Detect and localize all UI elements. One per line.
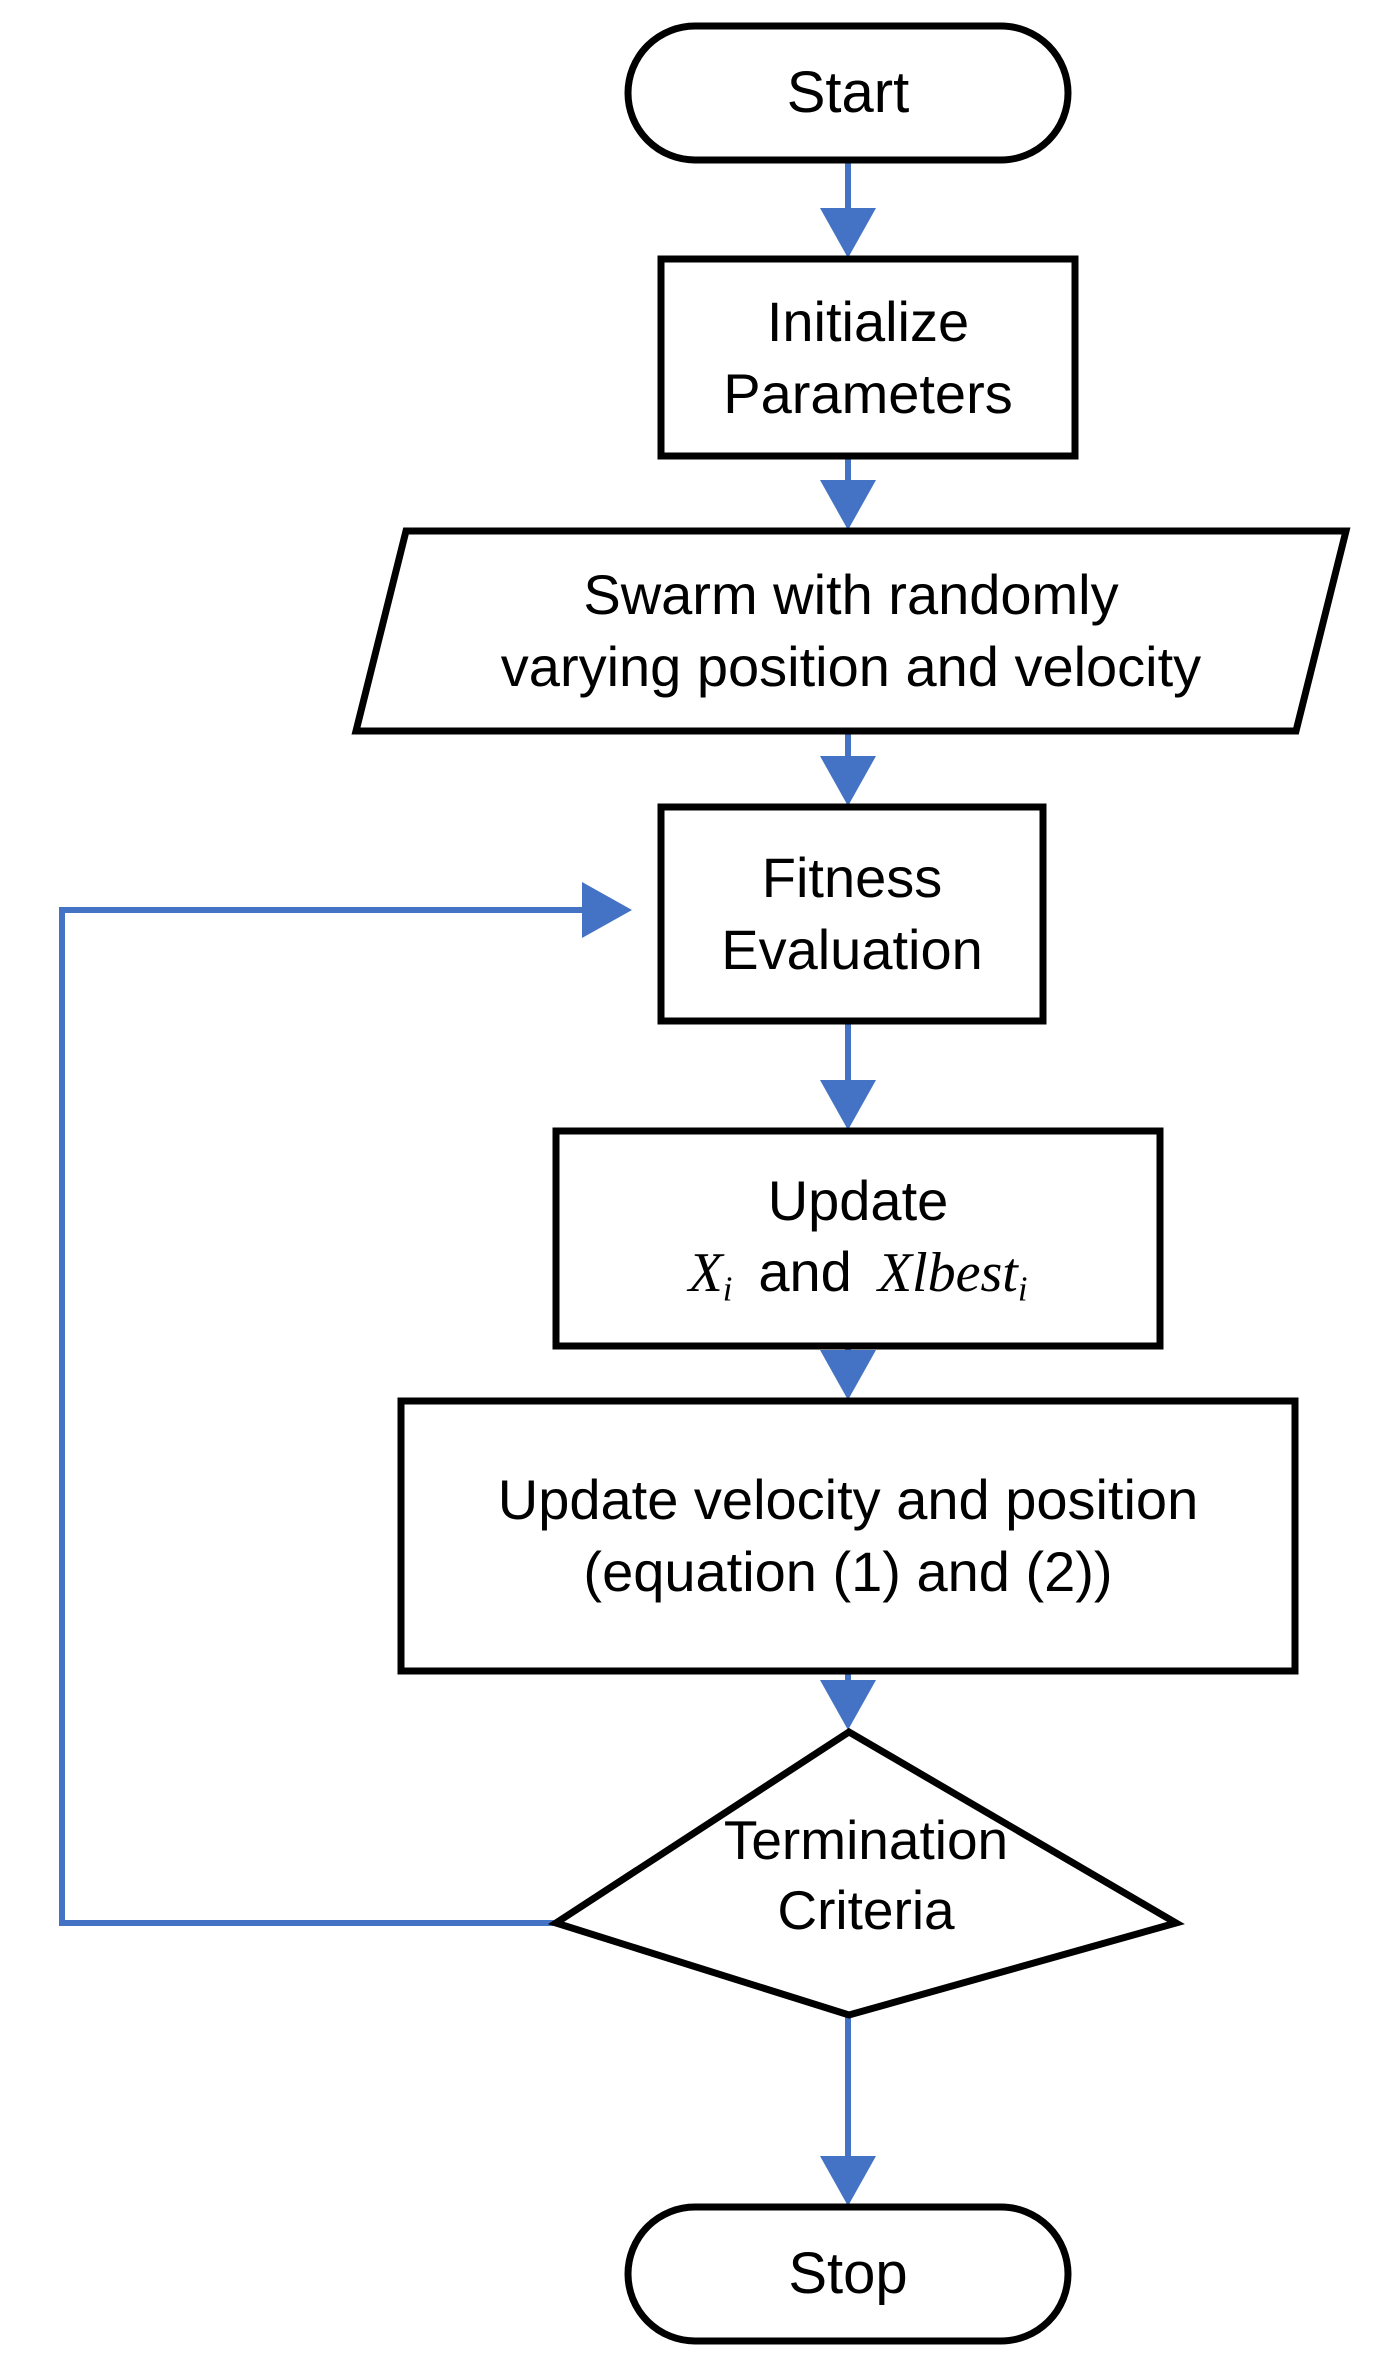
node-update-best-shape[interactable]: [552, 1127, 1164, 1350]
node-initialize-shape[interactable]: [657, 255, 1079, 460]
node-stop-shape[interactable]: [624, 2203, 1072, 2345]
edge-update-vel-to-termination: [820, 1671, 876, 1730]
edge-swarm-to-fitness: [820, 732, 876, 806]
node-termination-shape[interactable]: [547, 1727, 1185, 2019]
edge-fitness-to-update-best: [820, 1021, 876, 1130]
edge-termination-to-stop: [820, 2017, 876, 2206]
edge-start-to-initialize: [820, 162, 876, 258]
node-fitness-shape[interactable]: [657, 803, 1047, 1025]
node-update-vel-shape[interactable]: [397, 1397, 1299, 1675]
node-swarm-shape[interactable]: [351, 527, 1351, 735]
edge-initialize-to-swarm: [820, 456, 876, 530]
edge-termination-feedback-to-fitness: [59, 882, 632, 1926]
node-start-shape[interactable]: [624, 22, 1072, 164]
edge-update-best-to-update-vel: [820, 1346, 876, 1400]
